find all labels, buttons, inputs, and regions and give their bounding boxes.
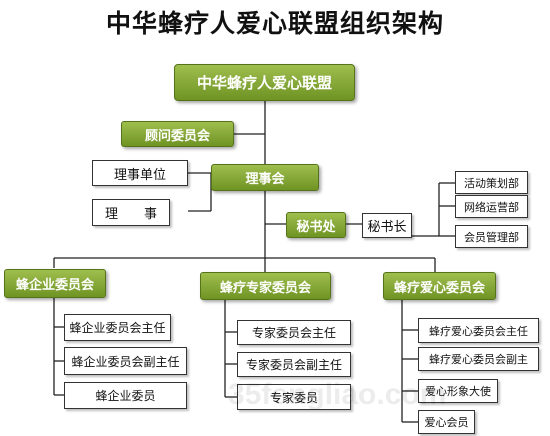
department-node-members: 会员管理部 (455, 225, 528, 248)
expert-member-node: 专家委员会主任 (237, 320, 351, 345)
charity-member-node: 爱心会员 (418, 410, 475, 434)
enterprise-member-node: 蜂企业委员会主任 (64, 314, 171, 341)
page-title: 中华蜂疗人爱心联盟组织架构 (105, 9, 444, 38)
council-node: 理事会 (211, 164, 319, 191)
department-node-online: 网络运营部 (455, 195, 528, 218)
department-node-events: 活动策划部 (455, 171, 528, 194)
charity-member-node: 蜂疗爱心委员会副主 (418, 347, 539, 371)
enterprise-member-node: 蜂企业委员会副主任 (64, 347, 187, 375)
root-node: 中华蜂疗人爱心联盟 (174, 64, 355, 101)
committee-node-charity: 蜂疗爱心委员会 (383, 272, 496, 300)
expert-member-node: 专家委员会副主任 (237, 352, 351, 377)
secretariat-node: 秘书处 (286, 212, 346, 238)
watermark: 35fengliao.com (228, 378, 447, 411)
enterprise-member-node: 蜂企业委员 (64, 382, 187, 409)
charity-member-node: 爱心形象大使 (418, 379, 498, 403)
secretary-general-node: 秘书长 (362, 213, 412, 238)
council-unit-node: 理事单位 (92, 160, 188, 186)
charity-member-node: 蜂疗爱心委员会主任 (418, 318, 539, 343)
advisory-committee-node: 顾问委员会 (121, 121, 234, 147)
committee-node-experts: 蜂疗专家委员会 (200, 272, 331, 300)
committee-node-enterprise: 蜂企业委员会 (4, 269, 106, 298)
expert-member-node: 专家委员 (237, 384, 351, 410)
council-director-node: 理 事 (92, 199, 170, 226)
